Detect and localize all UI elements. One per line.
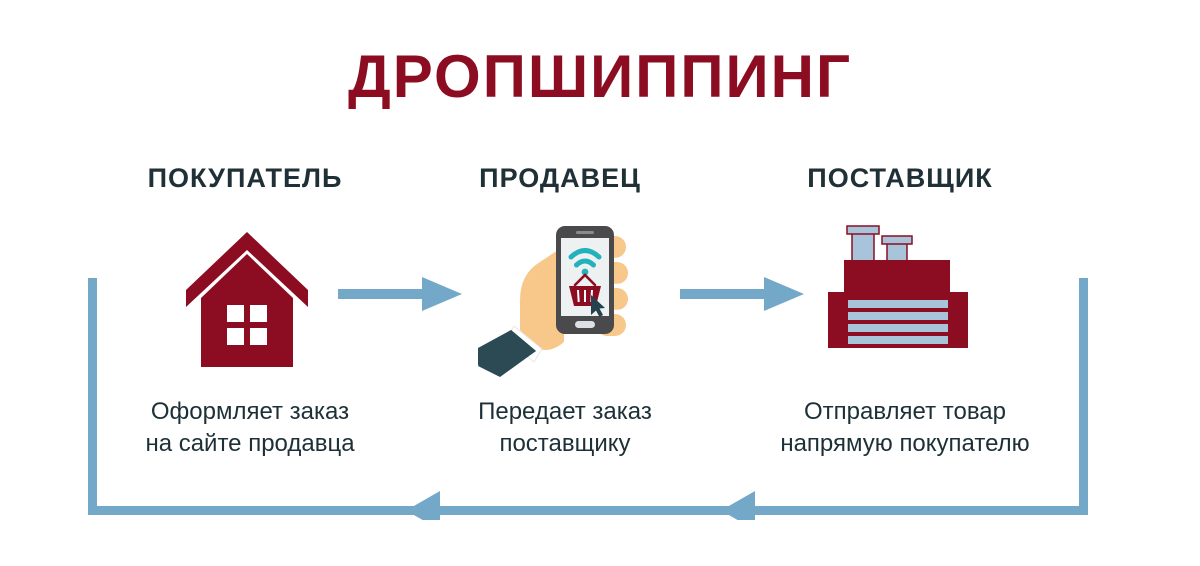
caption-supplier-line-1: Отправляет товар <box>803 398 1006 425</box>
column-heading-buyer: ПОКУПАТЕЛЬ <box>147 163 343 193</box>
house-icon <box>186 232 308 367</box>
page-title: ДРОПШИППИНГ <box>348 43 852 110</box>
arrow-buyer-to-seller <box>338 276 462 312</box>
caption-seller-line-1: Передает заказ <box>478 398 652 425</box>
caption-seller: Передает заказ поставщику <box>400 396 730 460</box>
column-heading-supplier: ПОСТАВЩИК <box>807 163 993 193</box>
caption-supplier: Отправляет товар напрямую покупателю <box>740 396 1070 460</box>
caption-buyer-line-2: на сайте продавца <box>145 430 355 457</box>
factory-icon <box>828 224 968 369</box>
caption-seller-line-2: поставщику <box>499 430 631 457</box>
caption-buyer-line-1: Оформляет заказ <box>150 398 350 425</box>
hand-phone-icon <box>478 222 638 377</box>
caption-supplier-line-2: напрямую покупателю <box>780 430 1030 457</box>
caption-buyer: Оформляет заказ на сайте продавца <box>85 396 415 460</box>
column-heading-seller: ПРОДАВЕЦ <box>479 163 641 193</box>
arrow-seller-to-supplier <box>680 276 804 312</box>
